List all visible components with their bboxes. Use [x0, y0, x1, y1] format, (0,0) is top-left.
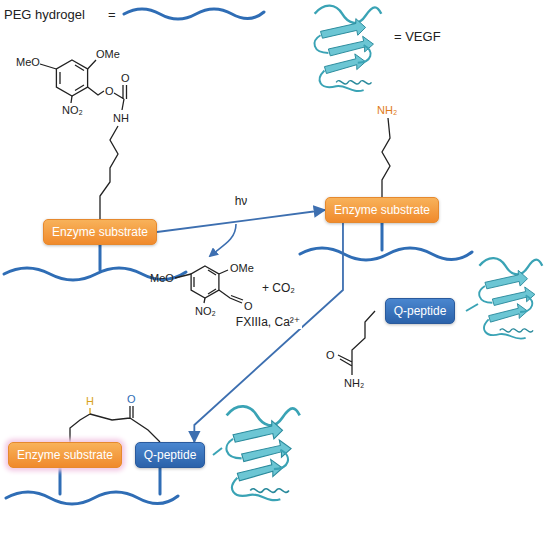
- equals-sign: =: [108, 8, 116, 22]
- hydrogel-strand: [124, 9, 264, 19]
- reaction-arrow: [194, 223, 343, 442]
- byproduct-label: + CO₂: [262, 282, 295, 295]
- hydrogel-strand: [4, 222, 472, 504]
- q-peptide-box: Q-peptide: [135, 442, 206, 468]
- vegf-protein: [479, 258, 542, 339]
- atom-label: O: [244, 300, 253, 312]
- enzyme-substrate-box: Enzyme substrate: [43, 219, 157, 245]
- reaction-arrow: [157, 210, 325, 232]
- atom-label: O: [121, 72, 130, 84]
- atom-label: O: [326, 349, 335, 361]
- atom-label: O: [105, 85, 114, 97]
- atom-label: H: [86, 395, 94, 407]
- atom-label: NO₂: [62, 104, 83, 116]
- edge-label: FXIIIa, Ca²⁺: [234, 315, 302, 329]
- node-text: Enzyme substrate: [52, 225, 148, 239]
- lysine-chain: [382, 118, 390, 197]
- q-peptide-box: Q-peptide: [385, 298, 456, 324]
- vegf-protein: [315, 6, 382, 91]
- release-arrow: [210, 224, 236, 256]
- atom-label: O: [127, 393, 136, 405]
- atom-label: OMe: [96, 48, 120, 60]
- node-text: Enzyme substrate: [17, 448, 113, 462]
- edge-label: hν: [233, 194, 250, 208]
- vegf-protein: [226, 406, 299, 500]
- amine-label: NH₂: [377, 104, 397, 116]
- enzyme-substrate-box: Enzyme substrate: [325, 197, 439, 223]
- node-text: Q-peptide: [144, 448, 197, 462]
- atom-label: NO₂: [195, 305, 216, 317]
- atom-label: MeO: [150, 272, 174, 284]
- atom-label: NH₂: [344, 377, 364, 389]
- glutamine-chain: [338, 304, 478, 375]
- legend-label: PEG hydrogel: [4, 8, 85, 22]
- node-text: Enzyme substrate: [334, 203, 430, 217]
- atom-label: NH: [113, 112, 129, 124]
- enzyme-substrate-box: Enzyme substrate: [8, 442, 122, 468]
- node-text: Q-peptide: [394, 304, 447, 318]
- legend-label: = VEGF: [394, 30, 441, 44]
- atom-label: OMe: [230, 262, 254, 274]
- atom-label: MeO: [16, 56, 40, 68]
- nvoc-structure: [40, 60, 127, 219]
